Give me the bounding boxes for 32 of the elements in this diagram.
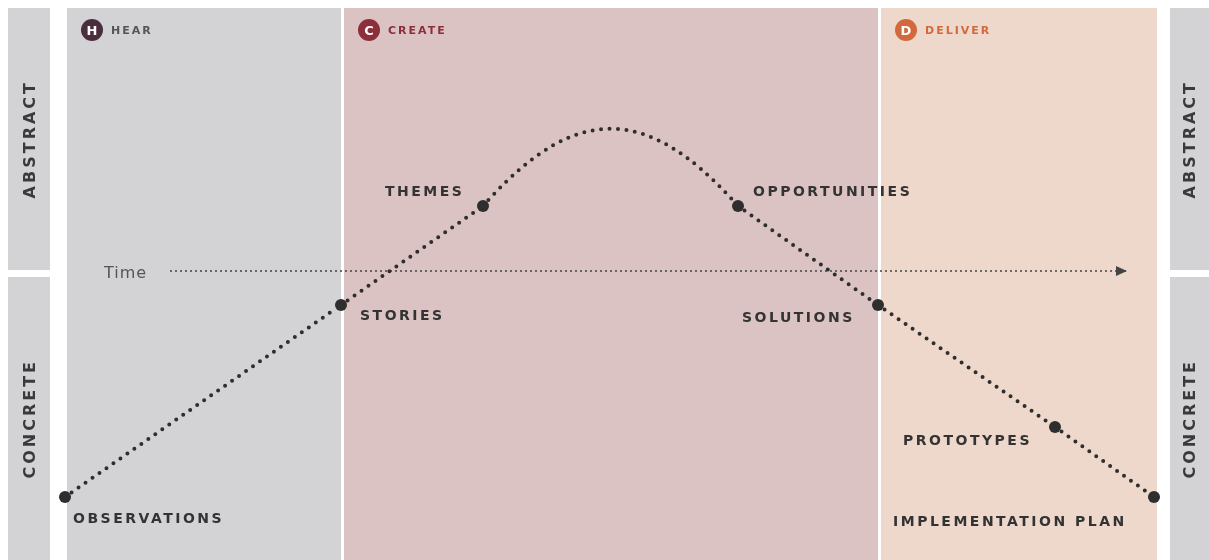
milestone-label: OPPORTUNITIES	[753, 183, 913, 199]
axis-band	[8, 8, 50, 270]
axis-label: ABSTRACT	[1180, 79, 1199, 199]
milestone	[742, 299, 884, 325]
axis-band	[1170, 8, 1209, 270]
milestone-label: PROTOTYPES	[903, 432, 1032, 448]
dotted-connector	[1059, 429, 1150, 495]
axis-label: CONCRETE	[1180, 358, 1199, 479]
milestone	[893, 491, 1160, 529]
axis-band	[1170, 277, 1209, 560]
dotted-connector	[486, 126, 735, 203]
milestone-label: SOLUTIONS	[742, 309, 855, 325]
axis-label: ABSTRACT	[19, 79, 39, 199]
phase-initial: H	[81, 19, 103, 41]
axis-label: Time	[104, 263, 148, 282]
phase-initial: D	[895, 19, 917, 41]
milestone	[59, 491, 224, 526]
milestone-label: STORIES	[360, 307, 445, 323]
phase-initial: C	[358, 19, 380, 41]
milestone	[903, 421, 1061, 448]
phase-title: DELIVER	[925, 24, 992, 37]
axis-band	[8, 277, 50, 560]
milestone-label: THEMES	[385, 183, 465, 199]
milestone	[732, 183, 912, 212]
dotted-connector	[742, 208, 874, 303]
milestone-label: OBSERVATIONS	[73, 510, 225, 526]
milestone-label: IMPLEMENTATION PLAN	[893, 513, 1127, 529]
axis-label: CONCRETE	[19, 358, 39, 479]
dotted-connector	[882, 307, 1051, 425]
phase-title: HEAR	[111, 24, 153, 37]
milestone	[385, 183, 489, 212]
phase-title: CREATE	[388, 24, 447, 37]
